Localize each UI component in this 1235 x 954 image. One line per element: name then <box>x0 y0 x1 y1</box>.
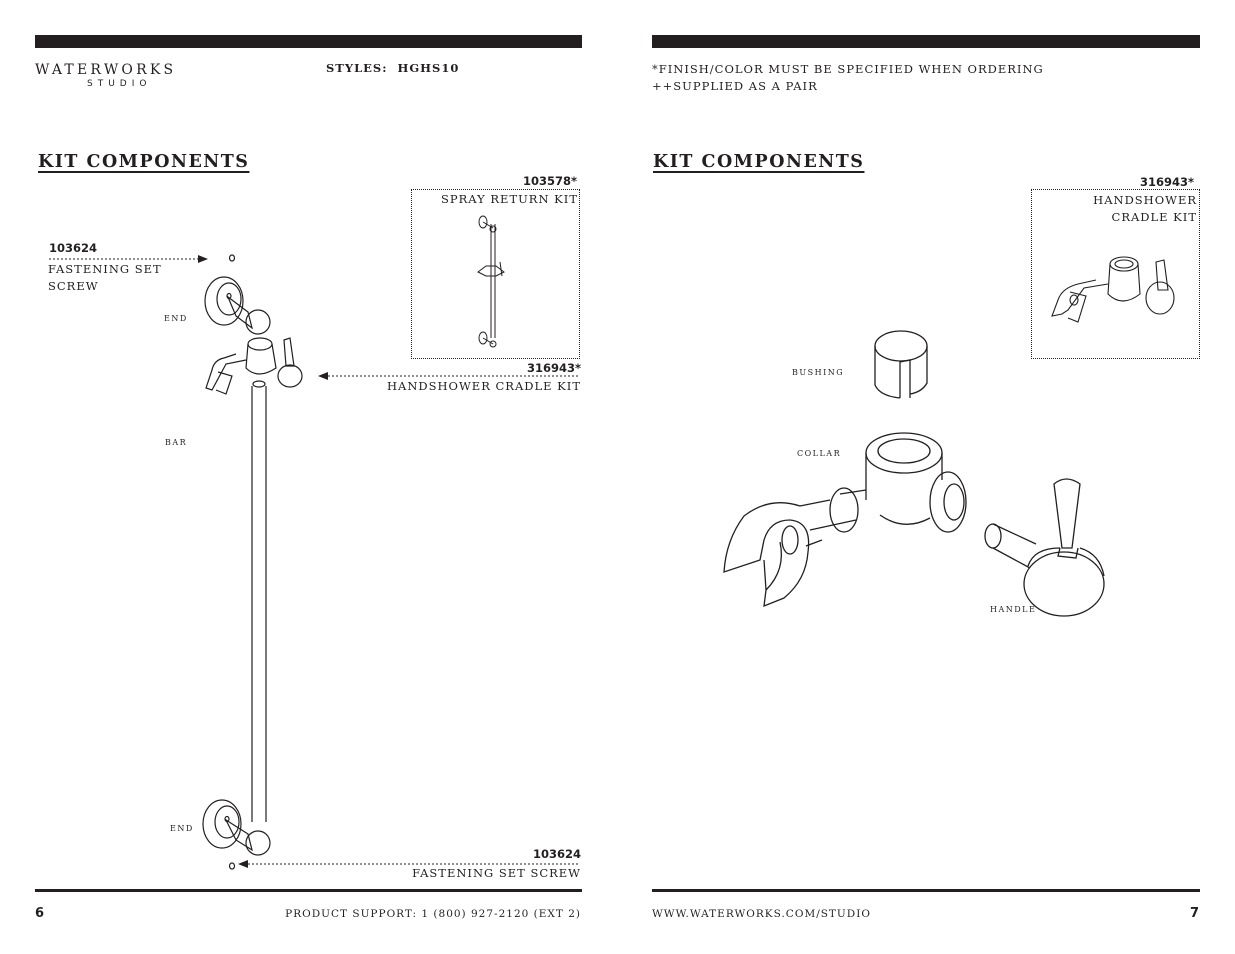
right-footer-url[interactable]: WWW.WATERWORKS.COM/STUDIO <box>652 908 871 920</box>
left-footer-support: PRODUCT SUPPORT: 1 (800) 927-2120 (EXT 2… <box>285 908 581 920</box>
leader-arrowheads <box>198 255 328 868</box>
end-mount-icon-top <box>204 276 271 335</box>
spray-return-kit-label: SPRAY RETURN KIT <box>441 192 578 206</box>
kit-label-line1: HANDSHOWER <box>1093 193 1197 207</box>
end-mount-icon-bottom <box>202 799 271 856</box>
finish-note: *FINISH/COLOR MUST BE SPECIFIED WHEN ORD… <box>652 62 1044 76</box>
spray-return-kit-thumbnail <box>477 215 505 348</box>
fastening-screw-icon-bottom <box>228 862 236 870</box>
end-top-label: END <box>164 314 188 323</box>
left-page-title: KIT COMPONENTS <box>38 152 250 172</box>
brand-sub: STUDIO <box>87 79 152 89</box>
screw-top-label-line2: SCREW <box>48 279 99 293</box>
styles-label: STYLES: <box>326 61 388 75</box>
end-bottom-label: END <box>170 824 194 833</box>
screw-top-label-line1: FASTENING SET <box>48 262 162 276</box>
screw-bottom-part-number: 103624 <box>532 847 581 861</box>
left-page-number: 6 <box>35 906 45 921</box>
leader-lines <box>49 258 580 865</box>
bushing-label: BUSHING <box>792 368 845 377</box>
spray-part-number: 103578* <box>522 174 577 188</box>
spray-return-kit-box <box>411 189 580 359</box>
screw-bottom-label: FASTENING SET SCREW <box>412 866 581 880</box>
pair-note: ++SUPPLIED AS A PAIR <box>652 79 818 93</box>
screw-top-part-number: 103624 <box>49 241 98 255</box>
styles-value: HGHS10 <box>397 61 460 75</box>
brand-logo: WATERWORKS STUDIO <box>35 62 176 89</box>
right-page-title: KIT COMPONENTS <box>653 152 865 172</box>
handle-icon <box>984 478 1105 617</box>
left-top-rule <box>35 35 582 48</box>
cradle-kit-label: HANDSHOWER CRADLE KIT <box>387 379 581 393</box>
styles-line: STYLES: HGHS10 <box>326 61 459 75</box>
brand-name: WATERWORKS <box>35 62 177 78</box>
cradle-kit-box <box>1031 189 1200 359</box>
cradle-part-number: 316943* <box>526 361 581 375</box>
fastening-screw-icon-top <box>228 254 236 262</box>
kit-part-number: 316943* <box>1139 175 1194 189</box>
collar-icon <box>723 432 967 608</box>
collar-label: COLLAR <box>797 449 842 458</box>
right-page-number: 7 <box>1189 906 1199 921</box>
cradle-icon-left <box>205 337 303 395</box>
bushing-icon <box>874 330 928 399</box>
kit-label-line2: CRADLE KIT <box>1111 210 1197 224</box>
bar-label: BAR <box>165 438 188 447</box>
cradle-kit-thumbnail <box>1051 256 1175 323</box>
handle-label: HANDLE <box>990 605 1037 614</box>
right-top-rule <box>652 35 1200 48</box>
slide-bar-icon <box>251 386 267 822</box>
